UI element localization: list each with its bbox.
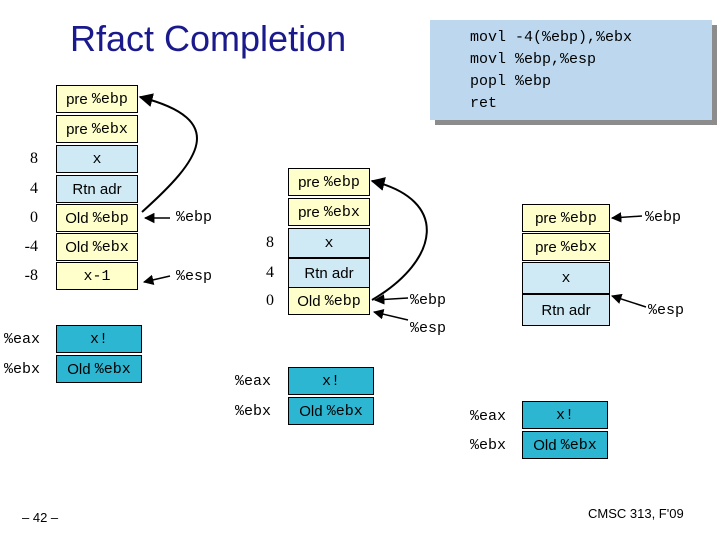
ebp-pointer-label: %ebp [645, 209, 682, 226]
value-label: x [561, 269, 571, 287]
code-line: movl -4(%ebp),%ebx [470, 29, 633, 46]
rtn-adr-label: Rtn adr [541, 301, 591, 319]
offset-label: 0 [30, 209, 38, 226]
stack1-rtn-adr: Rtn adr [56, 175, 138, 203]
old-label: Old [65, 209, 89, 227]
reg-label: %ebx [326, 402, 363, 420]
stack1-old-ebx: Old %ebx [56, 233, 138, 261]
offset-label: 4 [266, 264, 274, 281]
stack2-pre-ebx: pre %ebx [288, 198, 370, 226]
ebx-register-value: Old %ebx [288, 397, 374, 425]
reg-label: %ebx [323, 203, 360, 221]
old-label: Old [297, 292, 321, 310]
arrow-esp-3 [611, 293, 647, 308]
reg-label: %ebp [560, 209, 597, 227]
reg-label: %ebp [91, 90, 128, 108]
stack2-rtn-adr: Rtn adr [288, 258, 370, 288]
page-number: – 42 – [22, 510, 59, 525]
value-label: x! [321, 372, 340, 390]
ebx-register-label: %ebx [4, 361, 41, 378]
offset-label: 0 [266, 292, 274, 309]
offset-label: 8 [266, 234, 274, 251]
value-label: x! [555, 406, 574, 424]
reg-label: %ebx [94, 360, 131, 378]
arrow-old-ebp-1 [138, 93, 198, 213]
esp-pointer-label: %esp [648, 302, 685, 319]
arrow-ebp-3 [610, 212, 643, 223]
offset-label: -4 [24, 238, 38, 255]
reg-label: %ebx [560, 436, 597, 454]
ebx-register-value: Old %ebx [56, 355, 142, 383]
esp-pointer-label: %esp [410, 320, 447, 337]
stack3-pre-ebx: pre %ebx [522, 233, 610, 261]
reg-label: %ebx [92, 238, 129, 256]
reg-label: %ebx [560, 238, 597, 256]
esp-pointer-label: %esp [176, 268, 213, 285]
reg-label: %ebp [323, 173, 360, 191]
code-box: movl -4(%ebp),%ebx movl %ebp,%esp popl %… [430, 20, 712, 120]
rtn-adr-label: Rtn adr [72, 180, 122, 198]
page-title: Rfact Completion [70, 18, 347, 59]
pre-label: pre [66, 120, 88, 138]
old-label: Old [65, 238, 89, 256]
rtn-adr-label: Rtn adr [304, 264, 354, 282]
stack2-pre-ebp: pre %ebp [288, 168, 370, 196]
stack1-x-minus-1: x-1 [56, 262, 138, 290]
stack1-pre-ebx: pre %ebx [56, 115, 138, 143]
stack1-x: x [56, 145, 138, 173]
pre-label: pre [535, 238, 557, 256]
reg-label: %ebx [91, 120, 128, 138]
arrow-old-ebp-2 [370, 177, 428, 301]
eax-register-value: x! [288, 367, 374, 395]
eax-register-value: x! [56, 325, 142, 353]
eax-register-value: x! [522, 401, 608, 429]
arrow-esp-1 [142, 274, 171, 285]
ebx-register-label: %ebx [470, 437, 507, 454]
eax-register-label: %eax [235, 373, 272, 390]
old-label: Old [67, 360, 91, 378]
eax-register-label: %eax [470, 408, 507, 425]
stack2-x: x [288, 228, 370, 258]
pre-label: pre [298, 203, 320, 221]
stack1-old-ebp: Old %ebp [56, 204, 138, 232]
pre-label: pre [66, 90, 88, 108]
reg-label: %ebp [324, 292, 361, 310]
offset-label: -8 [24, 267, 38, 284]
eax-register-label: %eax [4, 331, 41, 348]
value-label: x [92, 150, 102, 168]
stack2-old-ebp: Old %ebp [288, 287, 370, 315]
offset-label: 8 [30, 150, 38, 167]
course-label: CMSC 313, F'09 [588, 506, 684, 521]
stack3-pre-ebp: pre %ebp [522, 204, 610, 232]
stack3-x: x [522, 262, 610, 294]
arrow-ebp-2 [373, 294, 409, 305]
value-label: x-1 [83, 267, 111, 285]
ebp-pointer-label: %ebp [176, 209, 213, 226]
reg-label: %ebp [92, 209, 129, 227]
ebp-pointer-label: %ebp [410, 292, 447, 309]
ebx-register-value: Old %ebx [522, 431, 608, 459]
stack3-rtn-adr: Rtn adr [522, 294, 610, 326]
value-label: x [324, 234, 334, 252]
old-label: Old [533, 436, 557, 454]
ebx-register-label: %ebx [235, 403, 272, 420]
offset-label: 4 [30, 180, 38, 197]
old-label: Old [299, 402, 323, 420]
pre-label: pre [535, 209, 557, 227]
code-line: popl %ebp [470, 73, 552, 90]
code-line: movl %ebp,%esp [470, 51, 597, 68]
stack1-pre-ebp: pre %ebp [56, 85, 138, 113]
value-label: x! [89, 330, 108, 348]
code-line: ret [470, 95, 498, 112]
pre-label: pre [298, 173, 320, 191]
arrow-esp-2 [372, 309, 409, 321]
